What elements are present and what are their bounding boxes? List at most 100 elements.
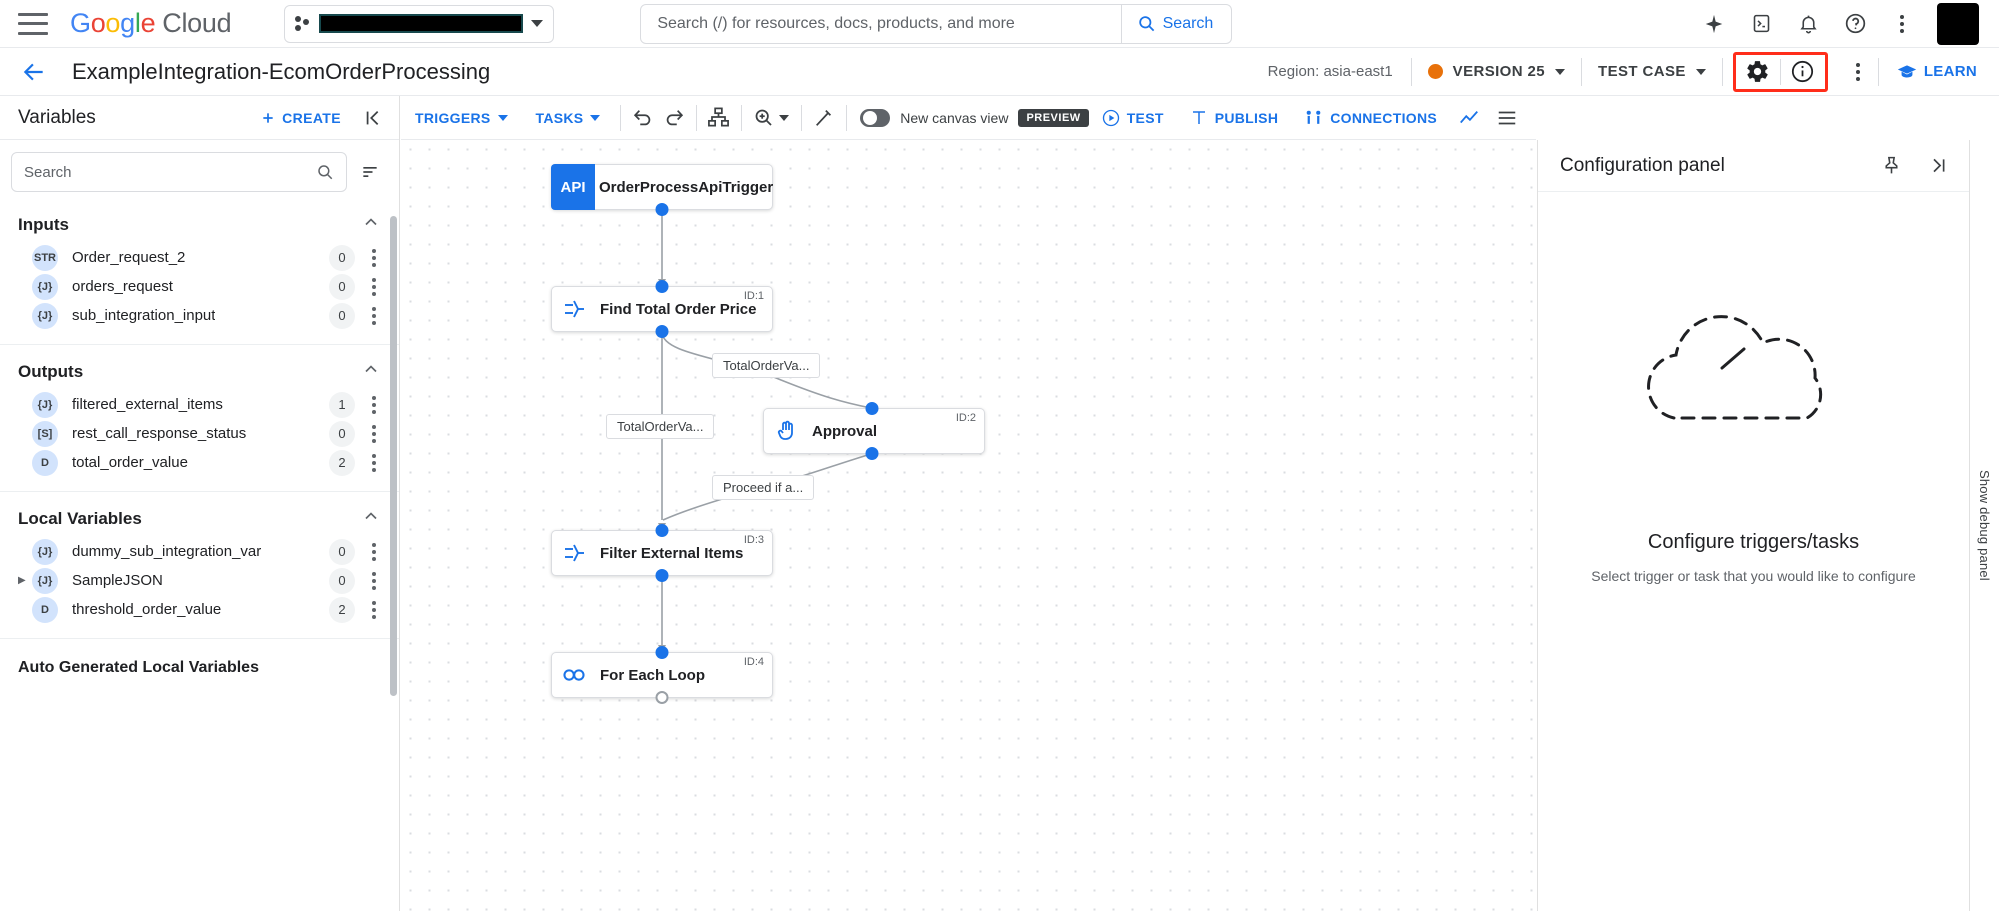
redo-icon[interactable] bbox=[659, 99, 690, 137]
divider bbox=[1877, 57, 1879, 86]
chevron-down-icon bbox=[779, 114, 790, 121]
integration-canvas[interactable]: API OrderProcessApiTrigger Find Total Or… bbox=[401, 140, 1536, 911]
version-dropdown[interactable]: VERSION 25 bbox=[1412, 63, 1581, 80]
search-icon bbox=[1138, 16, 1154, 32]
project-dots-icon bbox=[295, 15, 311, 33]
edge-label[interactable]: TotalOrderVa... bbox=[712, 353, 821, 378]
publish-button[interactable]: PUBLISH bbox=[1177, 109, 1292, 127]
node-output-port[interactable] bbox=[655, 569, 669, 582]
collapse-panel-icon[interactable] bbox=[363, 107, 385, 129]
magic-wand-icon[interactable] bbox=[808, 99, 839, 137]
node-order-process-api-trigger[interactable]: API OrderProcessApiTrigger bbox=[551, 164, 773, 216]
node-input-port[interactable] bbox=[655, 524, 669, 537]
back-button[interactable] bbox=[14, 52, 54, 92]
list-item[interactable]: {J} filtered_external_items 1 bbox=[0, 390, 399, 419]
more-options-icon[interactable] bbox=[1882, 4, 1922, 44]
row-more-options-icon[interactable] bbox=[363, 248, 385, 267]
learn-button[interactable]: LEARN bbox=[1879, 62, 1999, 82]
row-more-options-icon[interactable] bbox=[363, 306, 385, 325]
create-variable-button[interactable]: CREATE bbox=[260, 110, 341, 126]
tasks-label: TASKS bbox=[535, 109, 584, 126]
hamburger-icon[interactable] bbox=[18, 12, 48, 35]
search-button[interactable]: Search bbox=[1120, 4, 1232, 43]
new-canvas-view-label: New canvas view bbox=[900, 109, 1009, 126]
row-more-options-icon[interactable] bbox=[363, 542, 385, 561]
node-find-total-order-price[interactable]: Find Total Order Price ID:1 bbox=[551, 280, 773, 338]
expand-row-icon[interactable]: ▶ bbox=[18, 575, 26, 586]
row-more-options-icon[interactable] bbox=[363, 453, 385, 472]
analytics-icon[interactable] bbox=[1450, 99, 1488, 137]
section-header-inputs[interactable]: Inputs bbox=[0, 198, 399, 243]
node-task-id: ID:3 bbox=[743, 534, 764, 546]
edge-label[interactable]: Proceed if a... bbox=[712, 475, 815, 500]
variable-name: threshold_order_value bbox=[72, 601, 222, 618]
row-more-options-icon[interactable] bbox=[363, 277, 385, 296]
edge-label[interactable]: TotalOrderVa... bbox=[606, 414, 715, 439]
zoom-icon[interactable] bbox=[747, 99, 795, 137]
gear-icon[interactable] bbox=[1736, 54, 1780, 90]
new-canvas-view-toggle[interactable] bbox=[860, 108, 891, 127]
node-input-port[interactable] bbox=[655, 646, 669, 659]
global-search[interactable]: Search bbox=[640, 3, 1233, 44]
page-title: ExampleIntegration-EcomOrderProcessing bbox=[72, 58, 491, 84]
divider bbox=[801, 104, 803, 131]
search-input[interactable] bbox=[641, 4, 1121, 43]
list-item[interactable]: {J} orders_request 0 bbox=[0, 272, 399, 301]
chevron-down-icon bbox=[1555, 68, 1566, 75]
node-output-port[interactable] bbox=[655, 691, 669, 704]
gemini-sparkle-icon[interactable] bbox=[1694, 4, 1734, 44]
list-item[interactable]: [S] rest_call_response_status 0 bbox=[0, 419, 399, 448]
variable-type-badge: {J} bbox=[32, 567, 58, 594]
row-more-options-icon[interactable] bbox=[363, 424, 385, 443]
list-item[interactable]: {J} sub_integration_input 0 bbox=[0, 301, 399, 330]
section-header-local-variables[interactable]: Local Variables bbox=[0, 492, 399, 537]
test-button[interactable]: TEST bbox=[1089, 109, 1177, 127]
project-selector[interactable] bbox=[284, 4, 555, 43]
more-options-icon[interactable] bbox=[1838, 52, 1878, 92]
test-case-label: TEST CASE bbox=[1598, 63, 1686, 80]
list-item[interactable]: D total_order_value 2 bbox=[0, 448, 399, 477]
pin-icon[interactable] bbox=[1871, 146, 1911, 186]
auto-layout-icon[interactable] bbox=[703, 99, 734, 137]
node-input-port[interactable] bbox=[655, 280, 669, 293]
cloud-shell-icon[interactable] bbox=[1741, 4, 1781, 44]
node-input-port[interactable] bbox=[865, 402, 879, 415]
empty-state-subtitle: Select trigger or task that you would li… bbox=[1591, 568, 1916, 584]
row-more-options-icon[interactable] bbox=[363, 600, 385, 619]
node-output-port[interactable] bbox=[865, 447, 879, 460]
sort-icon[interactable] bbox=[355, 162, 385, 182]
logs-icon[interactable] bbox=[1488, 99, 1526, 137]
expand-panel-icon[interactable] bbox=[1917, 146, 1957, 186]
variables-search-input[interactable] bbox=[24, 163, 316, 181]
list-item[interactable]: D threshold_order_value 2 bbox=[0, 595, 399, 624]
list-item[interactable]: ▶ {J} SampleJSON 0 bbox=[0, 566, 399, 595]
variables-search[interactable] bbox=[11, 152, 347, 192]
triggers-menu[interactable]: TRIGGERS bbox=[401, 110, 522, 126]
test-case-dropdown[interactable]: TEST CASE bbox=[1582, 63, 1722, 80]
list-item[interactable]: STR Order_request_2 0 bbox=[0, 243, 399, 272]
row-more-options-icon[interactable] bbox=[363, 395, 385, 414]
help-icon[interactable] bbox=[1835, 4, 1875, 44]
node-filter-external-items[interactable]: Filter External Items ID:3 bbox=[551, 524, 773, 582]
tasks-menu[interactable]: TASKS bbox=[522, 110, 615, 126]
connections-button[interactable]: CONNECTIONS bbox=[1291, 108, 1450, 127]
variable-type-badge: D bbox=[32, 449, 58, 476]
variables-scrollbar[interactable] bbox=[390, 216, 397, 696]
show-debug-panel[interactable]: Show debug panel bbox=[1969, 140, 1999, 911]
section-header-outputs[interactable]: Outputs bbox=[0, 345, 399, 390]
avatar[interactable] bbox=[1937, 2, 1979, 45]
undo-icon[interactable] bbox=[627, 99, 658, 137]
notifications-bell-icon[interactable] bbox=[1788, 4, 1828, 44]
node-output-port[interactable] bbox=[655, 325, 669, 338]
node-approval[interactable]: Approval ID:2 bbox=[763, 402, 985, 460]
list-item[interactable]: {J} dummy_sub_integration_var 0 bbox=[0, 537, 399, 566]
divider bbox=[740, 104, 742, 131]
variables-section-local: Local Variables {J} dummy_sub_integratio… bbox=[0, 492, 399, 639]
variable-count: 0 bbox=[329, 273, 355, 300]
info-icon[interactable] bbox=[1781, 54, 1825, 90]
node-for-each-loop[interactable]: For Each Loop ID:4 bbox=[551, 646, 773, 704]
node-task-id: ID:2 bbox=[955, 412, 976, 424]
node-output-port[interactable] bbox=[655, 203, 669, 216]
row-more-options-icon[interactable] bbox=[363, 571, 385, 590]
